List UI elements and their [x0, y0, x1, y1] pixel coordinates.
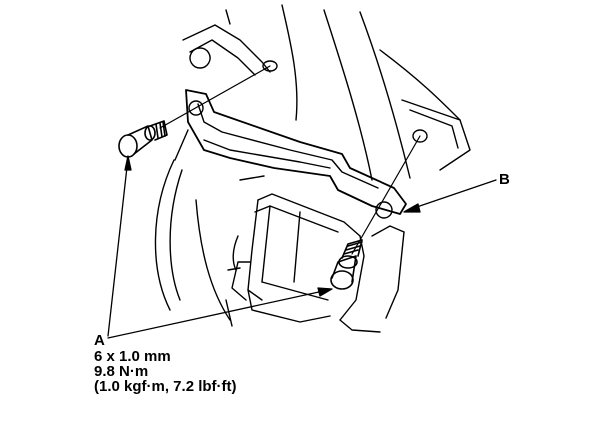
bolt-a-upper — [118, 120, 168, 158]
upper-bolt-guide-line — [159, 65, 271, 129]
body-mounting-holes — [262, 60, 428, 143]
leader-a-upper — [107, 157, 129, 337]
leader-b — [407, 179, 497, 211]
upper-body-hole — [262, 60, 278, 72]
arrowhead-a-upper — [124, 155, 132, 171]
arrowhead-b — [403, 203, 421, 213]
bracket-upper-hole — [188, 100, 204, 116]
bracket-lower-hole — [375, 201, 393, 219]
alignment-guides — [159, 65, 421, 255]
torque-nm-spec: 9.8 N·m — [94, 363, 149, 380]
body-panel-contours — [154, 4, 471, 321]
callout-b-letter: B — [499, 171, 510, 188]
leader-a-lower — [107, 289, 329, 339]
torque-alt-spec: (1.0 kgf·m, 7.2 lbf·ft) — [94, 378, 237, 395]
arrowhead-a-lower — [317, 287, 333, 297]
lower-bolt-guide-line — [351, 135, 421, 255]
leader-lines — [107, 155, 497, 339]
bolt-a-lower — [330, 239, 363, 290]
callout-a-letter: A — [94, 332, 105, 349]
lower-mount-structure — [225, 193, 405, 333]
bracket-b — [185, 89, 407, 219]
bolt-size-spec: 6 x 1.0 mm — [94, 348, 171, 365]
right-body-hole — [412, 129, 428, 143]
bolt-spec-block: 6 x 1.0 mm 9.8 N·m (1.0 kgf·m, 7.2 lbf·f… — [94, 349, 237, 394]
